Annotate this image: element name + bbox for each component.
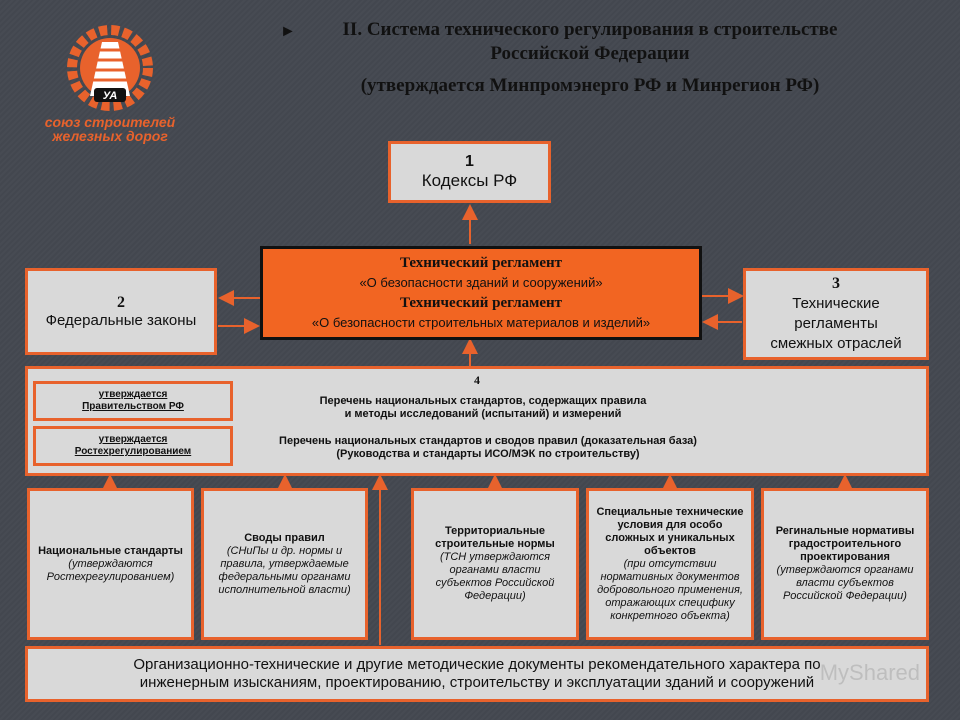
national-standards-box: Национальные стандарты (утверждаются Рос…: [27, 488, 194, 640]
page-title: ► II. Система технического регулирования…: [280, 18, 900, 98]
special-conditions-title: Специальные технические условия для особ…: [596, 505, 744, 557]
title-line1: II. Система технического регулирования в…: [342, 19, 838, 40]
reg1-title: Технический регламент: [399, 255, 563, 271]
watermark: MyShared: [819, 660, 920, 685]
approve2-line2: Ростехрегулированием: [74, 446, 192, 457]
reg2-name: «О безопасности строительных материалов …: [311, 315, 651, 330]
approve1-line1: утверждается: [98, 389, 168, 400]
standards-list-number: 4: [474, 373, 480, 387]
related-regulations-box: 3 Технические регламенты смежных отрасле…: [743, 268, 929, 360]
special-conditions-note: (при отсутствии нормативных документов д…: [597, 557, 743, 622]
logo: УА союз строителей железных дорог: [30, 20, 190, 144]
list2-line1: Перечень национальных стандартов и сводо…: [279, 435, 697, 447]
regional-norms-box: Регинальные нормативы градостроительного…: [761, 488, 929, 640]
codes-of-practice-title: Своды правил: [244, 531, 325, 544]
related-regs-line3: смежных отраслей: [770, 335, 902, 352]
territorial-norms-box: Территориальные строительные нормы (ТСН …: [411, 488, 579, 640]
list1: Перечень национальных стандартов, содерж…: [278, 395, 688, 421]
logo-monogram: УА: [103, 90, 118, 102]
codes-number: 1: [465, 153, 474, 170]
footer-line1: Организационно-технические и другие мето…: [133, 656, 821, 673]
codes-of-practice-note: (СНиПы и др. нормы и правила, утверждаем…: [218, 544, 351, 596]
federal-laws-label: Федеральные законы: [45, 312, 197, 329]
approve2-line1: утверждается: [98, 434, 168, 445]
footer-line2: инженерным изысканиям, проектированию, с…: [139, 674, 815, 691]
codes-label: Кодексы РФ: [421, 171, 518, 190]
logo-text-line2: железных дорог: [52, 128, 168, 144]
regional-norms-note: (утверждаются органами власти субъектов …: [776, 564, 914, 602]
national-standards-title: Национальные стандарты: [38, 544, 183, 557]
technical-regulations-box: Технический регламент «О безопасности зд…: [260, 246, 702, 340]
special-conditions-box: Специальные технические условия для особ…: [586, 488, 754, 640]
national-standards-note: (утверждаются Ростехрегулированием): [46, 557, 175, 583]
related-regs-line2: регламенты: [794, 315, 878, 332]
codes-box: 1 Кодексы РФ: [388, 141, 551, 203]
list2: Перечень национальных стандартов и сводо…: [248, 435, 728, 461]
title-line2: Российской Федерации: [490, 43, 690, 64]
reg1-name: «О безопасности зданий и сооружений»: [359, 275, 603, 290]
reg2-title: Технический регламент: [399, 295, 563, 311]
list1-line2: и методы исследований (испытаний) и изме…: [344, 408, 622, 420]
approved-by-rostekhregulirovanie: утверждается Ростехрегулированием: [33, 426, 233, 466]
methodical-documents-box: Организационно-технические и другие мето…: [25, 646, 929, 702]
territorial-norms-title: Территориальные строительные нормы: [435, 525, 555, 550]
railway-gear-icon: УА: [67, 25, 153, 111]
bullet-icon: ►: [280, 23, 296, 40]
territorial-norms-note: (ТСН утверждаются органами власти субъек…: [435, 551, 555, 602]
related-regs-line1: Технические: [792, 295, 880, 312]
logo-text-line1: союз строителей: [44, 114, 176, 130]
codes-of-practice-box: Своды правил (СНиПы и др. нормы и правил…: [201, 488, 368, 640]
list1-line1: Перечень национальных стандартов, содерж…: [319, 395, 647, 407]
approve1-line2: Правительством РФ: [82, 401, 184, 412]
approved-by-government: утверждается Правительством РФ: [33, 381, 233, 421]
regional-norms-title: Регинальные нормативы градостроительного…: [775, 525, 915, 563]
federal-laws-number: 2: [117, 294, 125, 311]
list2-line2: (Руководства и стандарты ИСО/МЭК по стро…: [336, 448, 640, 460]
related-regs-number: 3: [832, 275, 840, 292]
federal-laws-box: 2 Федеральные законы: [25, 268, 217, 355]
title-subtitle: (утверждается Минпромэнерго РФ и Минреги…: [360, 75, 820, 96]
